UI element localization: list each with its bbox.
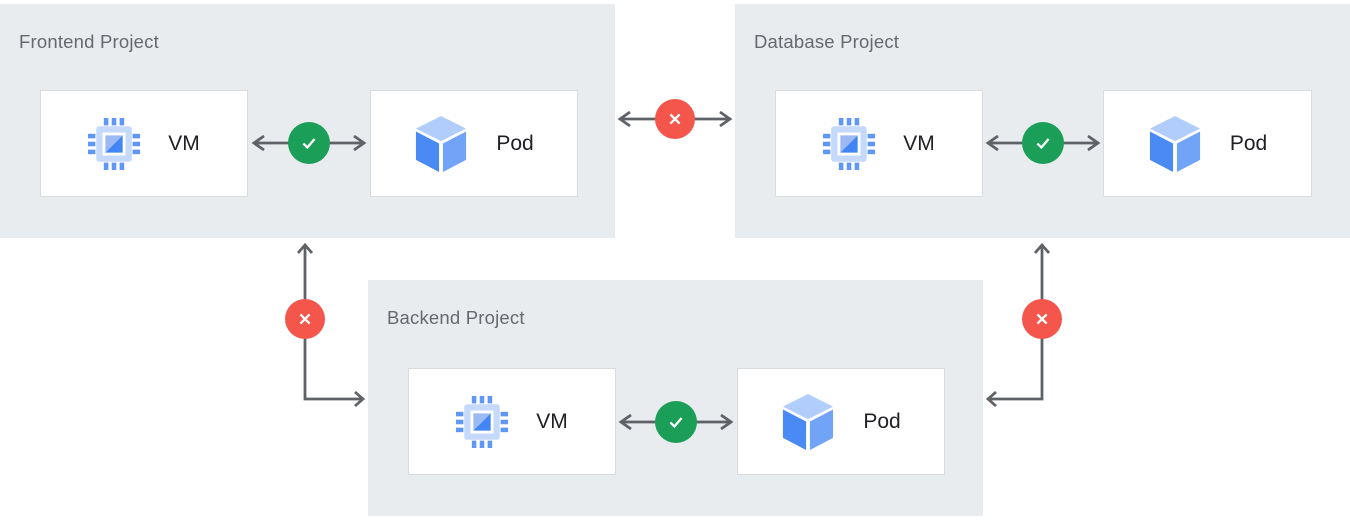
node-backend-vm: VM xyxy=(408,368,616,475)
node-label: VM xyxy=(903,131,935,155)
check-badge-frontend xyxy=(288,122,330,164)
pod-cube-icon xyxy=(414,115,468,173)
x-icon xyxy=(299,313,311,325)
node-label: Pod xyxy=(1229,131,1268,155)
vm-chip-icon xyxy=(456,395,509,448)
node-label: VM xyxy=(536,409,568,433)
x-icon xyxy=(669,113,681,125)
check-icon xyxy=(1036,138,1050,150)
node-frontend-pod: Pod xyxy=(370,90,578,197)
blocked-connection-database-backend xyxy=(978,239,1058,416)
x-badge-frontend-backend xyxy=(285,299,325,339)
blocked-connection-frontend-backend xyxy=(293,239,373,416)
node-database-pod: Pod xyxy=(1103,90,1312,197)
node-label: Pod xyxy=(863,409,901,433)
node-frontend-vm: VM xyxy=(40,90,248,197)
x-badge-database-backend xyxy=(1022,299,1062,339)
node-backend-pod: Pod xyxy=(737,368,945,475)
pod-cube-icon xyxy=(781,393,835,451)
vm-chip-icon xyxy=(88,117,141,170)
x-badge-frontend-database xyxy=(655,99,695,139)
check-icon xyxy=(302,138,316,150)
node-label: Pod xyxy=(496,131,534,155)
node-label: VM xyxy=(168,131,200,155)
check-icon xyxy=(669,417,683,429)
vm-chip-icon xyxy=(823,117,876,170)
pod-cube-icon xyxy=(1148,115,1202,173)
project-title-frontend: Frontend Project xyxy=(19,31,159,52)
check-badge-database xyxy=(1022,122,1064,164)
project-title-database: Database Project xyxy=(754,31,900,52)
check-badge-backend xyxy=(655,401,697,443)
x-icon xyxy=(1036,313,1048,325)
project-title-backend: Backend Project xyxy=(387,307,525,328)
node-database-vm: VM xyxy=(775,90,983,197)
